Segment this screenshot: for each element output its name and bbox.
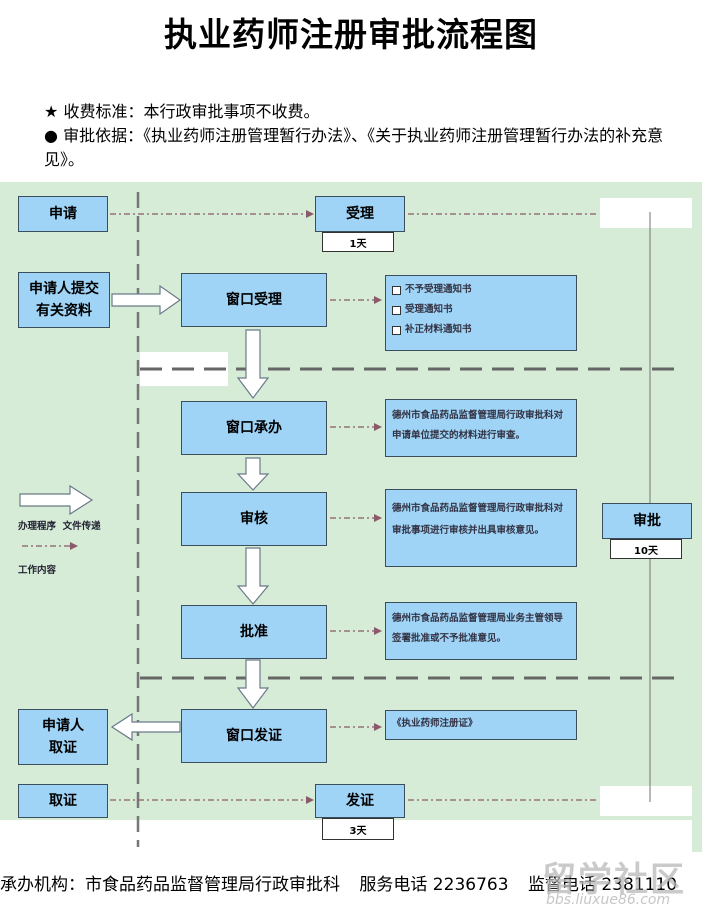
watermark: 留学社区 bbs.liuxue86.com [534,852,702,912]
approve-box: 批准 [181,605,327,659]
applicant-line-2: 取证 [49,740,77,756]
white-patch [600,198,692,228]
applicant-pickup-box: 申请人 取证 [18,709,108,765]
review-note-box: 德州市食品药品监督管理局行政审批科对审批事项进行审核并出具审核意见。 [385,489,577,567]
review-box: 审核 [181,492,327,546]
applicant-line-1: 申请人 [42,718,84,734]
footer-service-phone: 服务电话 2236763 [359,875,509,895]
page-title: 执业药师注册审批流程图 [164,15,538,54]
checkbox-icon [392,325,401,335]
submit-line-2: 有关资料 [36,303,92,319]
option-not-accepted: 不予受理通知书 [392,280,570,300]
handle-note-box: 德州市食品药品监督管理局行政审批科对申请单位提交的材料进行审查。 [385,399,577,457]
footer: 承办机构：市食品药品监督管理局行政审批科 服务电话 2236763 监督电话 2… [0,870,702,895]
legend-procedure: 办理程序 [18,521,57,532]
approval-basis: ● 审批依据：《执业药师注册管理暂行办法》、《关于执业药师注册管理暂行办法的补充… [44,124,694,172]
white-patch [600,786,692,816]
fee-standard: ★ 收费标准：本行政审批事项不收费。 [44,100,319,124]
approval-box: 审批 [602,503,692,539]
approve-note-box: 德州市食品药品监督管理局业务主管领导签署批准或不予批准意见。 [385,602,577,660]
window-handle-box: 窗口承办 [181,401,327,455]
pickup-box: 取证 [18,784,108,818]
notice-options-box: 不予受理通知书 受理通知书 补正材料通知书 [385,275,577,351]
flowchart: 申请 受理 1天 申请人提交 有关资料 窗口受理 不予受理通知书 受理通知书 补… [0,182,702,852]
option-supplement: 补正材料通知书 [392,320,570,340]
certificate-note-box: 《执业药师注册证》 [385,710,577,740]
accept-days-tag: 1天 [322,232,394,252]
window-accept-box: 窗口受理 [181,273,327,327]
accept-box: 受理 [315,196,405,232]
issue-box: 发证 [315,784,405,818]
approval-days-tag: 10天 [610,539,682,559]
checkbox-icon [392,305,401,315]
fee-text: 收费标准：本行政审批事项不收费。 [63,102,320,121]
legend-work: 工作内容 [18,565,57,576]
basis-text: 审批依据：《执业药师注册管理暂行办法》、《关于执业药师注册管理暂行办法的补充意见… [44,126,664,169]
footer-org: 承办机构：市食品药品监督管理局行政审批科 [0,875,340,895]
star-icon: ★ [44,102,59,121]
apply-box: 申请 [18,196,108,232]
checkbox-icon [392,285,401,295]
bullet-icon: ● [44,126,58,145]
legend-transfer: 文件传递 [62,521,101,532]
submit-materials-box: 申请人提交 有关资料 [18,272,110,328]
connector-lines [19,192,680,847]
watermark-url: bbs.liuxue86.com [546,892,671,908]
option-accepted: 受理通知书 [392,300,570,320]
submit-line-1: 申请人提交 [29,281,99,297]
window-issue-box: 窗口发证 [181,709,327,763]
issue-days-tag: 3天 [322,818,394,840]
footer-supervise-phone: 监督电话 2381110 [527,875,678,895]
watermark-site: 留学社区 [542,860,686,900]
legend-procedure-transfer: 办理程序 文件传递 [18,518,101,532]
